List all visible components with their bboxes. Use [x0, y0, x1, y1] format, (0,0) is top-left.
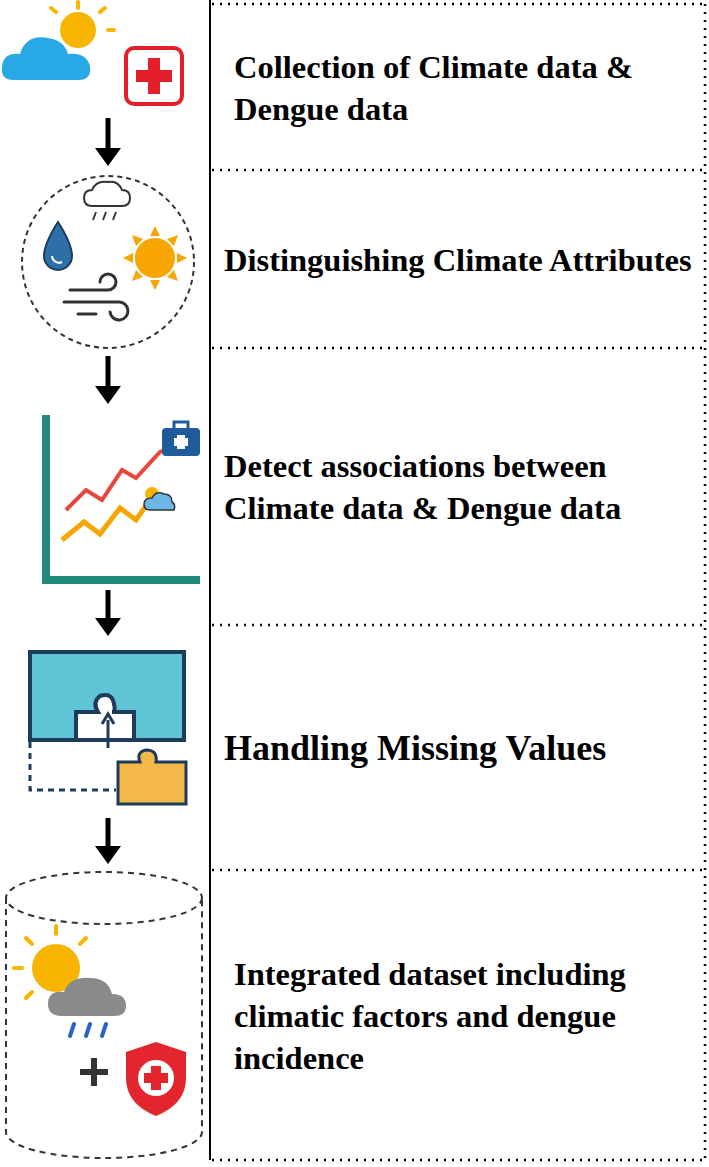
association-chart-icon — [46, 415, 200, 580]
missing-values-icon — [20, 652, 190, 815]
climate-attributes-icon — [22, 176, 194, 348]
step-cell: Detect associations between Climate data… — [212, 350, 704, 624]
step-label: Collection of Climate data & Dengue data — [234, 46, 694, 130]
integrated-dataset-icon — [6, 872, 202, 1158]
climate-health-icon — [2, 2, 182, 104]
step-cell: Collection of Climate data & Dengue data — [212, 6, 704, 169]
step-label: Detect associations between Climate data… — [224, 445, 694, 529]
step-cell: Distinguishing Climate Attributes — [212, 172, 704, 347]
divider-line — [209, 0, 211, 1160]
dotted-grid — [212, 4, 705, 1160]
step-label: Integrated dataset including climatic fa… — [234, 953, 694, 1079]
step-label: Distinguishing Climate Attributes — [224, 239, 692, 281]
step-cell: Integrated dataset including climatic fa… — [212, 872, 704, 1159]
step-label: Handling Missing Values — [224, 725, 606, 771]
step-cell: Handling Missing Values — [212, 627, 704, 869]
